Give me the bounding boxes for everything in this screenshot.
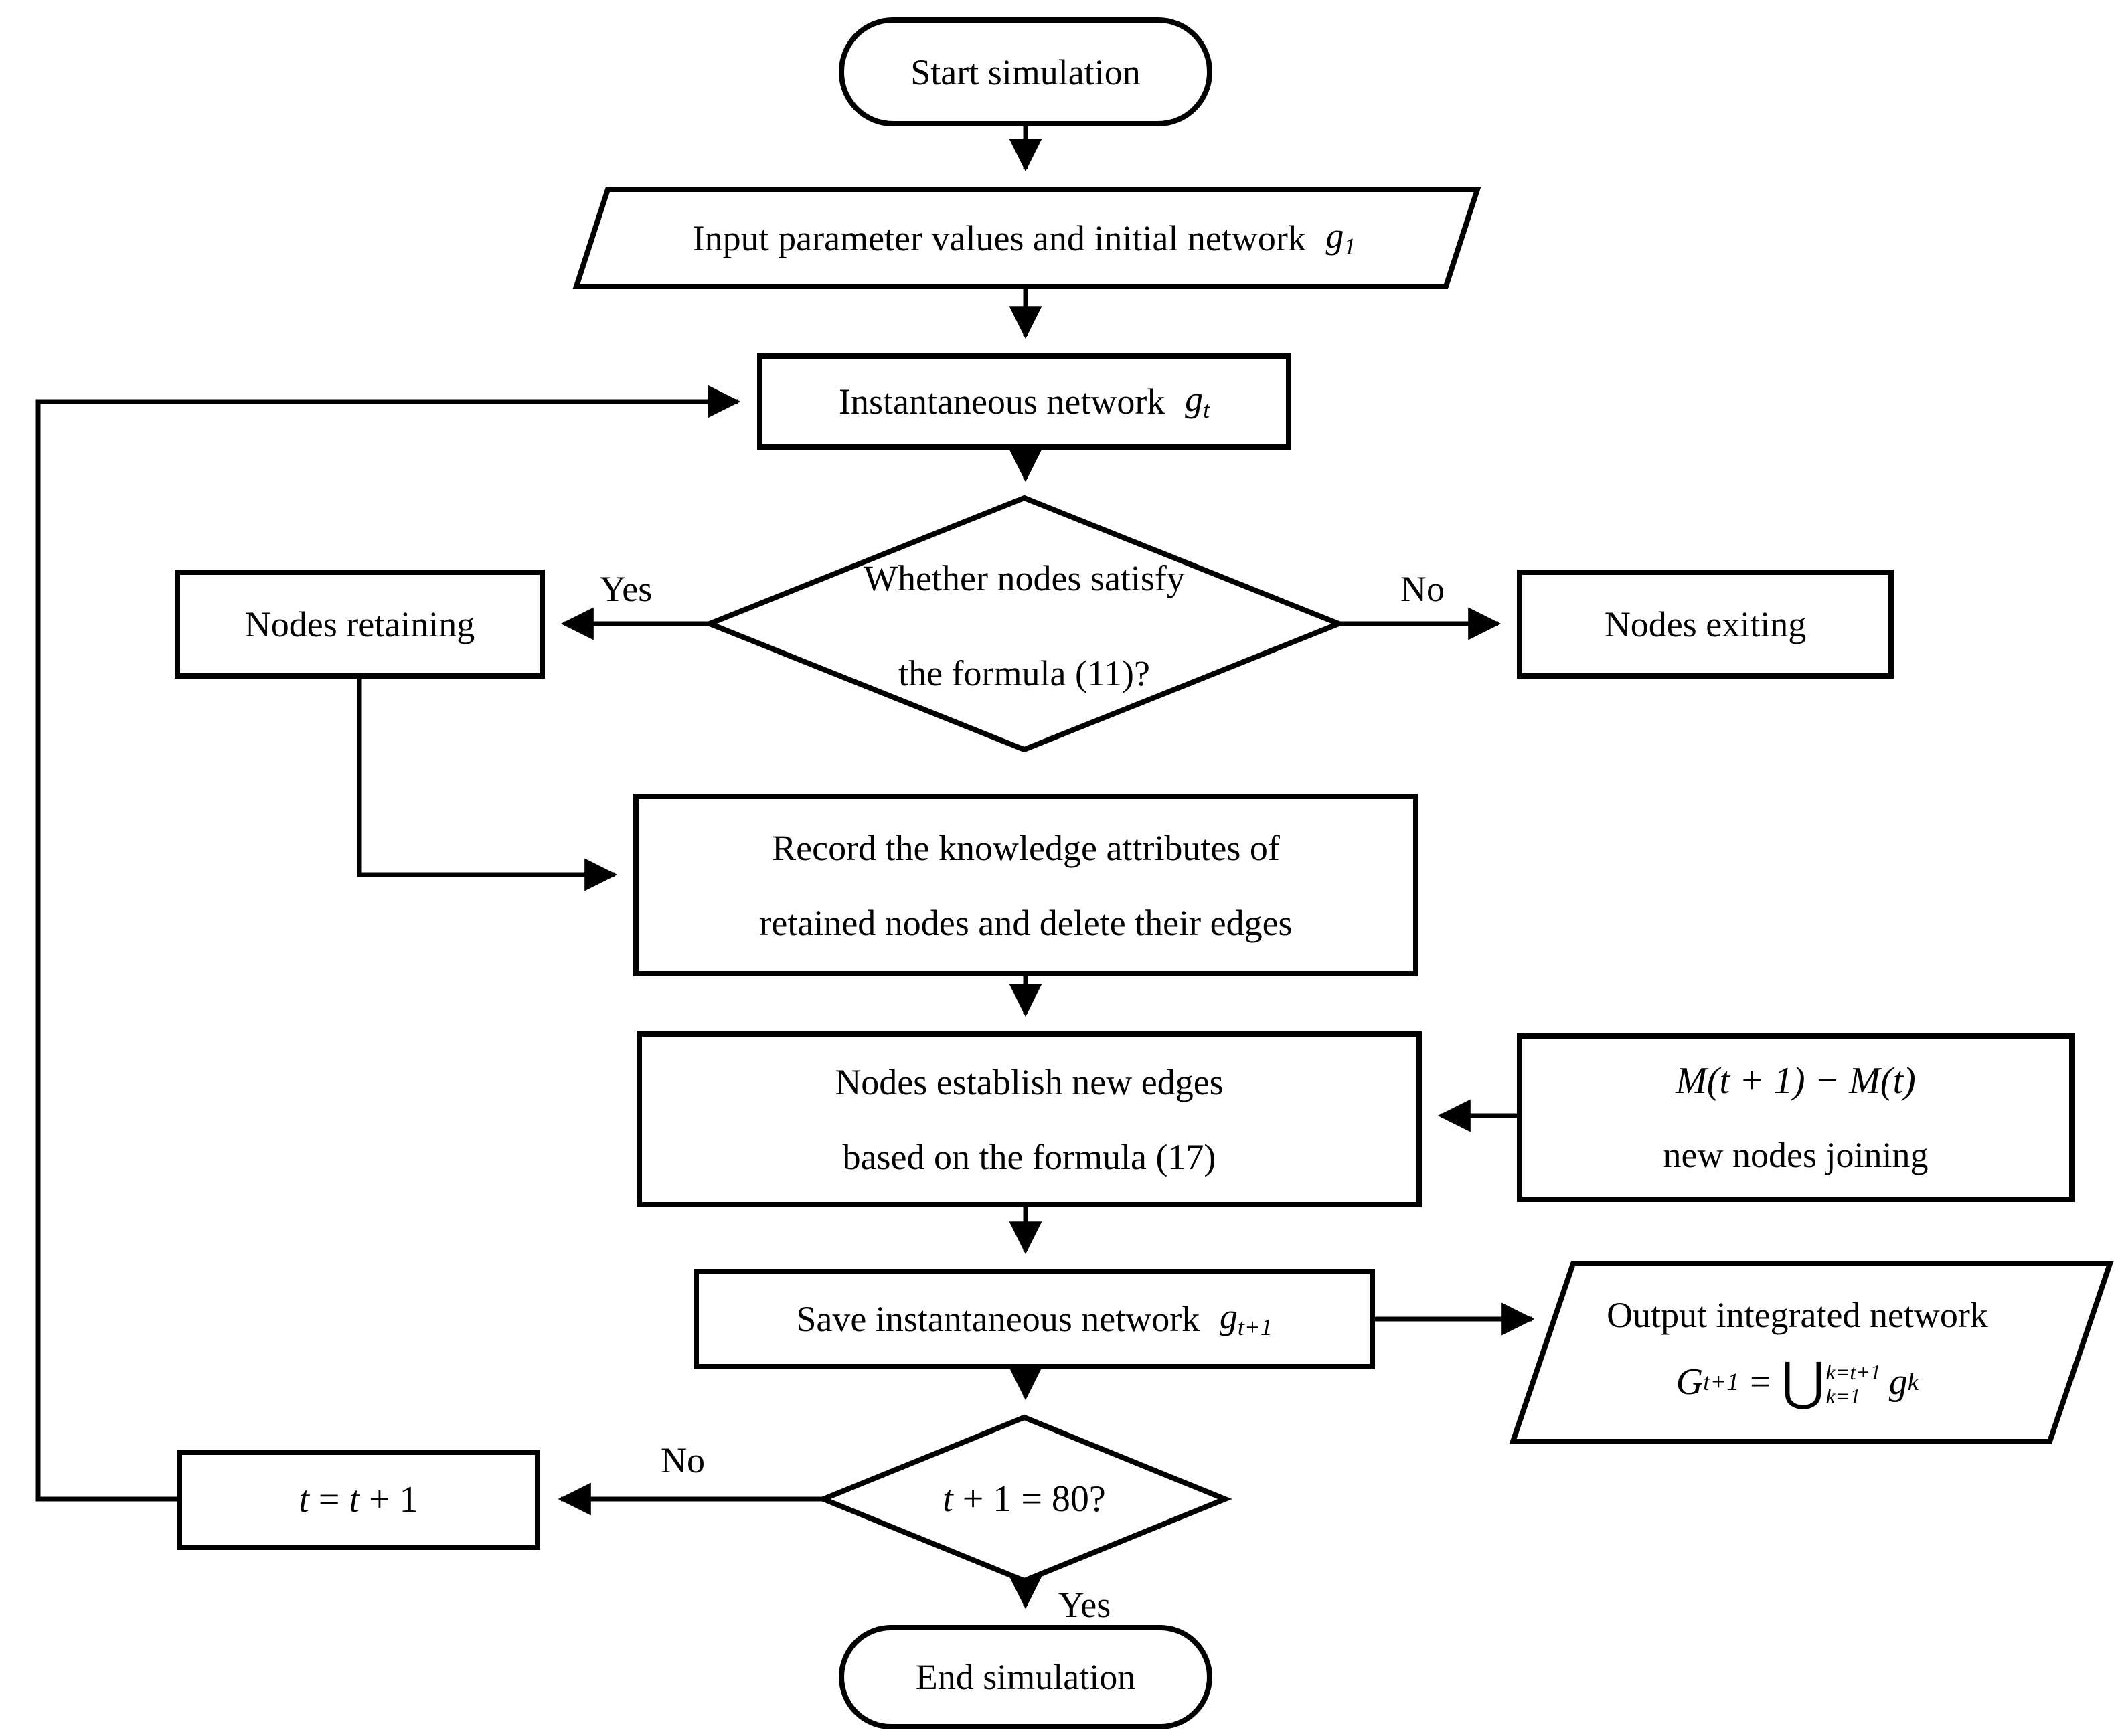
output-G: G (1676, 1361, 1704, 1403)
decision-formula11-label: Whether nodes satisfy the formula (11)? (723, 535, 1325, 716)
node-shapes (175, 17, 2114, 1729)
edge-increment-loop-to-instantaneous (35, 385, 741, 1502)
save-var-g: g (1219, 1296, 1238, 1337)
input-var-sub: 1 (1344, 232, 1356, 260)
end-node-label: End simulation (841, 1628, 1210, 1727)
union-lower-limit: k=1 (1825, 1384, 1861, 1408)
establish-node-label: Nodes establish new edges based on the f… (639, 1034, 1419, 1205)
end-node-shape (839, 1625, 1212, 1729)
save-node-label: Save instantaneous network gt+1 (696, 1272, 1372, 1367)
save-node-shape (694, 1269, 1375, 1369)
nodes-exiting-label: Nodes exiting (1520, 572, 1891, 676)
increment-node-shape (177, 1450, 540, 1550)
decision-formula11-line1: Whether nodes satisfy (864, 558, 1185, 598)
output-equals: = (1749, 1361, 1771, 1403)
new-nodes-formula: M(t + 1) − M(t) (1676, 1060, 1916, 1102)
union-upper-limit: k=t+1 (1825, 1360, 1881, 1385)
connector-lines (35, 125, 1535, 1610)
increment-t1: t (299, 1479, 309, 1521)
output-G-sub: t+1 (1703, 1367, 1739, 1395)
nodes-retaining-text: Nodes retaining (244, 604, 475, 644)
output-g-sub: k (1907, 1367, 1919, 1395)
increment-plus1: + 1 (359, 1479, 418, 1521)
decision-t80-rest: + 1 = 80? (953, 1478, 1106, 1520)
no-label-top: No (1400, 569, 1445, 609)
increment-node-label: t = t + 1 (179, 1452, 538, 1547)
instantaneous-node-shape (757, 353, 1291, 450)
decision-t80-var: t (943, 1478, 953, 1520)
establish-node-shape (637, 1031, 1422, 1207)
save-var-sub: t+1 (1237, 1314, 1273, 1341)
decision-formula11-diamond-shape (702, 495, 1346, 753)
record-node-label: Record the knowledge attributes of retai… (636, 796, 1416, 974)
nodes-retaining-label: Nodes retaining (177, 572, 542, 676)
union-operator: ⋃ (1781, 1352, 1825, 1412)
no-label-bottom: No (661, 1440, 705, 1480)
instantaneous-var-sub: t (1203, 396, 1210, 424)
new-nodes-line2: new nodes joining (1663, 1135, 1929, 1175)
new-nodes-joining-label: M(t + 1) − M(t) new nodes joining (1520, 1036, 2072, 1199)
establish-line2: based on the formula (17) (842, 1136, 1216, 1177)
yes-label-bottom: Yes (1058, 1585, 1111, 1625)
decision-formula11-line2: the formula (11)? (898, 653, 1150, 693)
record-line2: retained nodes and delete their edges (759, 902, 1293, 943)
increment-t2: t (349, 1479, 360, 1521)
increment-eq: = (309, 1479, 349, 1521)
yes-label-top: Yes (599, 569, 653, 609)
save-label-text: Save instantaneous network (796, 1299, 1200, 1339)
end-label-text: End simulation (915, 1657, 1136, 1697)
edge-retaining-to-record (357, 677, 618, 891)
start-node-shape (839, 17, 1212, 126)
input-label-text: Input parameter values and initial netwo… (692, 218, 1306, 258)
decision-t80-diamond-shape (816, 1414, 1232, 1584)
record-line1: Record the knowledge attributes of (772, 827, 1280, 868)
instantaneous-var-g: g (1185, 379, 1204, 420)
input-parallelogram-shape (572, 187, 1481, 289)
record-node-shape (633, 794, 1418, 976)
input-var-g: g (1325, 215, 1344, 256)
instantaneous-label-text: Instantaneous network (839, 381, 1165, 422)
start-label-text: Start simulation (910, 52, 1141, 92)
nodes-retaining-shape (175, 570, 545, 679)
new-nodes-joining-shape (1517, 1033, 2075, 1202)
start-node-label: Start simulation (841, 20, 1210, 124)
nodes-exiting-shape (1517, 570, 1894, 679)
output-line1: Output integrated network (1607, 1295, 1988, 1335)
decision-t80-label: t + 1 = 80? (823, 1420, 1225, 1578)
output-g: g (1888, 1361, 1908, 1403)
establish-line1: Nodes establish new edges (835, 1061, 1224, 1102)
output-parallelogram-shape (1509, 1261, 2114, 1444)
instantaneous-node-label: Instantaneous network gt (760, 356, 1289, 447)
input-node-label: Input parameter values and initial netwo… (589, 189, 1459, 286)
nodes-exiting-text: Nodes exiting (1604, 604, 1807, 644)
